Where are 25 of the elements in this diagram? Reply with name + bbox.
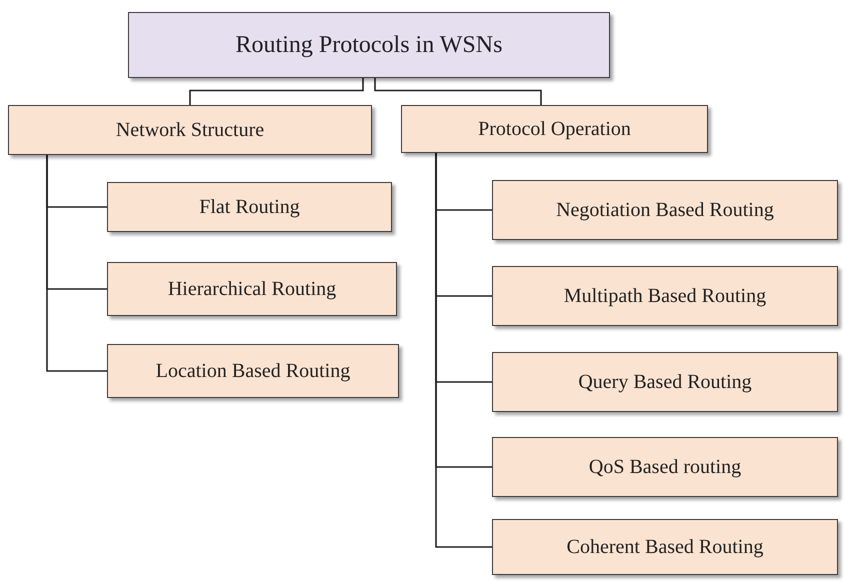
category-box bbox=[8, 105, 372, 155]
box-label: Flat Routing bbox=[199, 196, 300, 218]
box-label: Routing Protocols in WSNs bbox=[236, 32, 502, 58]
box-label: Protocol Operation bbox=[478, 118, 631, 140]
box-label: QoS Based routing bbox=[588, 456, 742, 478]
category-box bbox=[492, 180, 838, 240]
box-label: Query Based Routing bbox=[578, 370, 752, 394]
connector-line bbox=[374, 78, 542, 105]
box-label: Hierarchical Routing bbox=[168, 278, 336, 300]
category-box bbox=[107, 182, 392, 232]
category-box bbox=[401, 105, 708, 153]
category-box bbox=[492, 266, 838, 326]
box-label: Multipath Based Routing bbox=[564, 284, 766, 308]
box-label: Negotiation Based Routing bbox=[556, 198, 774, 222]
title-box bbox=[128, 12, 610, 78]
category-box bbox=[492, 519, 838, 575]
box-label: Network Structure bbox=[116, 118, 264, 142]
category-box bbox=[492, 352, 838, 412]
connector-line bbox=[189, 78, 364, 105]
category-box bbox=[107, 262, 397, 316]
category-box bbox=[107, 344, 399, 398]
category-box bbox=[492, 437, 838, 497]
connector-line bbox=[46, 155, 107, 372]
box-label: Coherent Based Routing bbox=[566, 536, 764, 558]
box-label: Location Based Routing bbox=[156, 360, 350, 382]
